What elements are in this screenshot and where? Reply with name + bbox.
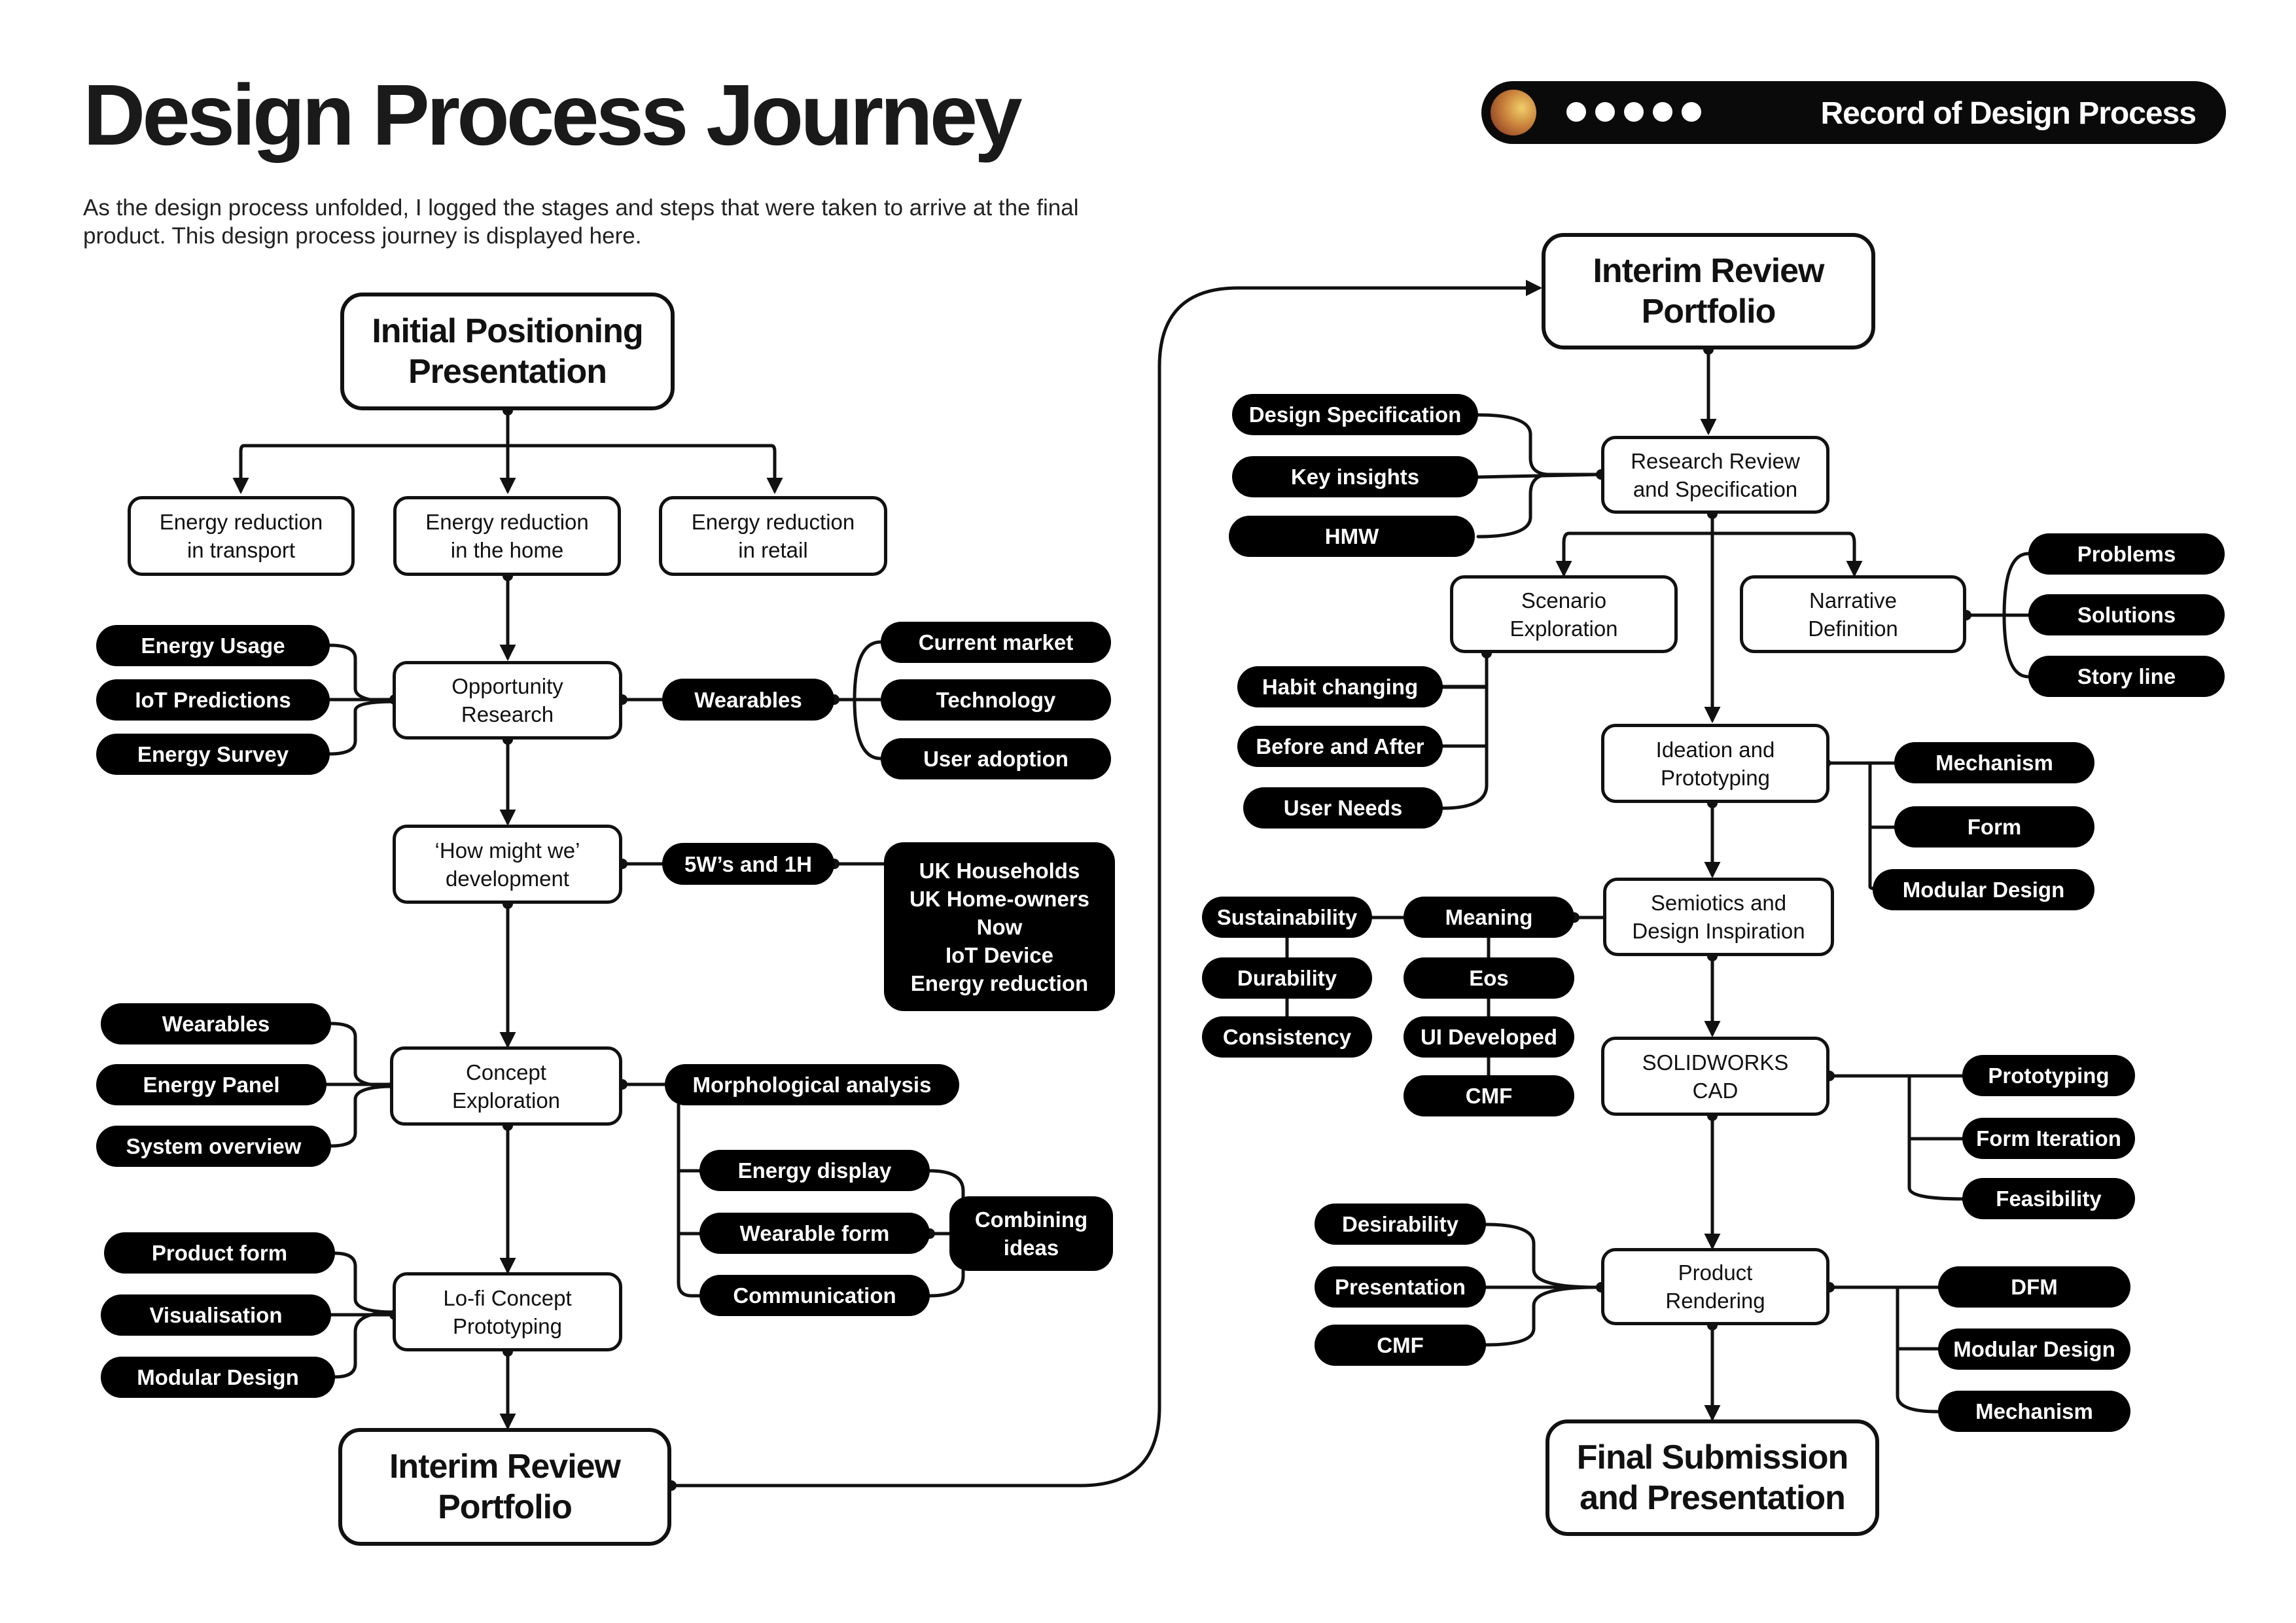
user-needs-pill: User Needs	[1243, 787, 1443, 829]
scenario-exploration-box: Scenario Exploration	[1450, 575, 1678, 653]
narrative-definition-box: Narrative Definition	[1740, 575, 1966, 653]
eos-pill: Eos	[1404, 957, 1574, 999]
cmf-pill-rendering: CMF	[1315, 1325, 1486, 1366]
wearables-pill: Wearables	[101, 1003, 331, 1044]
before-after-pill: Before and After	[1237, 726, 1443, 767]
solidworks-cad-box: SOLIDWORKS CAD	[1601, 1037, 1829, 1116]
record-badge-label: Record of Design Process	[1820, 96, 2197, 131]
design-specification-pill: Design Specification	[1232, 394, 1478, 435]
key-insights-pill: Key insights	[1232, 456, 1478, 497]
energy-retail-box: Energy reduction in retail	[659, 496, 887, 576]
ideation-prototyping-box: Ideation and Prototyping	[1601, 724, 1829, 803]
interim-review-box-left: Interim Review Portfolio	[338, 1428, 671, 1546]
solutions-pill: Solutions	[2028, 594, 2225, 635]
opportunity-research-box: Opportunity Research	[393, 661, 622, 740]
lofi-prototyping-box: Lo-fi Concept Prototyping	[393, 1272, 622, 1351]
interim-review-box-right: Interim Review Portfolio	[1542, 233, 1875, 349]
dot-icon	[1624, 102, 1644, 122]
energy-display-pill: Energy display	[699, 1150, 930, 1191]
technology-pill: Technology	[881, 679, 1111, 721]
energy-home-box: Energy reduction in the home	[393, 496, 621, 576]
system-overview-pill: System overview	[96, 1126, 331, 1167]
story-line-pill: Story line	[2028, 656, 2225, 697]
dot-icon	[1682, 102, 1701, 122]
mechanism-pill: Mechanism	[1894, 742, 2094, 783]
wearable-form-pill: Wearable form	[699, 1213, 930, 1254]
energy-panel-pill: Energy Panel	[96, 1064, 327, 1105]
modular-design-pill-right: Modular Design	[1873, 869, 2094, 910]
mechanism-pill-rendering: Mechanism	[1938, 1391, 2130, 1432]
product-form-pill: Product form	[104, 1232, 335, 1274]
habit-changing-pill: Habit changing	[1237, 666, 1443, 707]
desirability-pill: Desirability	[1315, 1204, 1486, 1245]
intro-text: As the design process unfolded, I logged…	[83, 195, 1079, 249]
problems-pill: Problems	[2028, 533, 2225, 575]
ui-developed-pill: UI Developed	[1404, 1016, 1574, 1058]
visualisation-pill: Visualisation	[101, 1294, 331, 1336]
modular-design-pill-rendering: Modular Design	[1938, 1329, 2130, 1370]
hmw-context-pill: UK Households UK Home-owners Now IoT Dev…	[884, 842, 1115, 1011]
dot-icon	[1595, 102, 1615, 122]
wearables-hub-pill: Wearables	[662, 679, 834, 721]
dfm-pill: DFM	[1938, 1266, 2130, 1308]
form-pill: Form	[1894, 806, 2094, 847]
consistency-pill: Consistency	[1202, 1016, 1372, 1058]
product-rendering-box: Product Rendering	[1601, 1248, 1829, 1325]
gradient-orb-icon	[1491, 90, 1536, 135]
durability-pill: Durability	[1202, 957, 1372, 999]
page-title: Design Process Journey	[83, 67, 1023, 163]
form-iteration-pill: Form Iteration	[1962, 1118, 2135, 1159]
sustainability-pill: Sustainability	[1202, 897, 1372, 938]
five-ws-pill: 5W’s and 1H	[662, 843, 834, 885]
modular-design-pill: Modular Design	[101, 1357, 335, 1398]
presentation-pill: Presentation	[1315, 1266, 1486, 1308]
dot-icon	[1566, 102, 1586, 122]
iot-predictions-pill: IoT Predictions	[96, 679, 330, 721]
combining-ideas-pill: Combining ideas	[949, 1196, 1113, 1271]
research-review-box: Research Review and Specification	[1601, 436, 1829, 514]
feasibility-pill: Feasibility	[1962, 1178, 2135, 1219]
user-adoption-pill: User adoption	[881, 738, 1111, 779]
progress-dots	[1566, 102, 1701, 122]
prototyping-pill: Prototyping	[1962, 1055, 2135, 1096]
cmf-pill-semiotics: CMF	[1404, 1075, 1574, 1116]
record-badge: Record of Design Process	[1481, 81, 2226, 144]
initial-positioning-box: Initial Positioning Presentation	[340, 293, 675, 410]
hmw-pill: HMW	[1229, 516, 1475, 557]
hmw-development-box: ‘How might we’ development	[393, 825, 622, 904]
current-market-pill: Current market	[881, 622, 1111, 663]
energy-transport-box: Energy reduction in transport	[128, 496, 355, 576]
dot-icon	[1653, 102, 1672, 122]
final-submission-box: Final Submission and Presentation	[1545, 1419, 1879, 1536]
energy-usage-pill: Energy Usage	[96, 625, 330, 666]
semiotics-box: Semiotics and Design Inspiration	[1603, 878, 1834, 956]
communication-pill: Communication	[699, 1275, 930, 1316]
concept-exploration-box: Concept Exploration	[390, 1046, 622, 1126]
morphological-analysis-pill: Morphological analysis	[665, 1064, 959, 1105]
meaning-pill: Meaning	[1404, 897, 1574, 938]
energy-survey-pill: Energy Survey	[96, 734, 330, 775]
